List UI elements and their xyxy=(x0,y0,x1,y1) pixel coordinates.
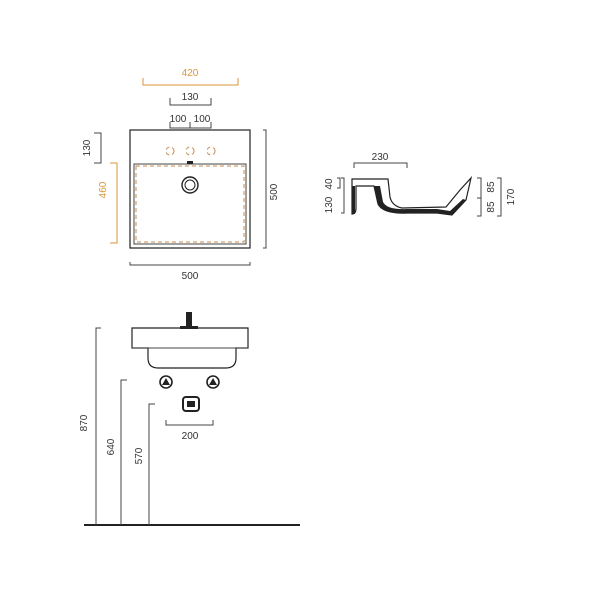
dim-line-130-side xyxy=(341,177,345,214)
basin-section-fill xyxy=(356,186,466,215)
dim-230-label: 230 xyxy=(372,152,389,163)
dim-40-label: 40 xyxy=(324,178,335,190)
valve-right-symbol xyxy=(209,378,217,385)
faucet-icon xyxy=(186,312,192,328)
overflow-slot xyxy=(187,161,193,164)
dim-640-label: 640 xyxy=(106,438,117,455)
dim-100-right: 100 xyxy=(194,114,211,125)
back-wall xyxy=(352,186,355,214)
dim-500-label-right: 500 xyxy=(269,183,280,200)
dim-130-label-side: 130 xyxy=(324,196,335,213)
dim-420-label: 420 xyxy=(182,68,199,79)
dim-130-label-left: 130 xyxy=(82,139,93,156)
dim-line-85-top xyxy=(477,177,482,199)
faucet-base xyxy=(180,326,198,329)
dim-line-130-top xyxy=(169,98,212,106)
dim-line-40 xyxy=(337,177,341,189)
valve-left-symbol xyxy=(162,378,170,385)
tap-hole-left xyxy=(165,146,175,156)
dim-130-label-top: 130 xyxy=(182,92,199,103)
tap-hole-center xyxy=(185,146,195,156)
dim-line-570 xyxy=(148,403,155,525)
dim-460-label: 460 xyxy=(98,181,109,198)
dim-200-label: 200 xyxy=(182,431,199,442)
top-view: 420 130 100 100 130 460 500 500 xyxy=(82,68,280,282)
side-section-view: 230 40 130 85 85 170 xyxy=(324,152,517,217)
dim-line-100 xyxy=(169,122,212,129)
dim-100-left: 100 xyxy=(170,114,187,125)
dim-85-label-bottom: 85 xyxy=(486,201,497,213)
waste-outlet-inner xyxy=(187,401,195,407)
dim-570-label: 570 xyxy=(134,447,145,464)
dim-85-label-top: 85 xyxy=(486,181,497,193)
tap-hole-right xyxy=(206,146,216,156)
dim-line-200 xyxy=(165,420,214,426)
front-elevation: 200 870 640 570 xyxy=(79,312,300,526)
dim-line-870 xyxy=(95,327,101,525)
dim-line-640 xyxy=(120,379,127,525)
dim-170-label: 170 xyxy=(506,188,517,205)
dim-500-label-bottom: 500 xyxy=(182,271,199,282)
dim-line-500-right xyxy=(263,129,267,249)
dim-line-230 xyxy=(353,162,408,168)
dim-870-label: 870 xyxy=(79,414,90,431)
bowl-dashed-outline xyxy=(135,165,245,243)
dim-line-85-bottom xyxy=(477,197,482,217)
dim-line-170 xyxy=(497,177,502,217)
drain-inner xyxy=(184,179,196,191)
dim-line-420 xyxy=(142,78,239,86)
dim-line-500-bottom xyxy=(129,262,251,266)
dim-line-130-left xyxy=(94,132,102,164)
dim-line-460 xyxy=(110,162,118,244)
